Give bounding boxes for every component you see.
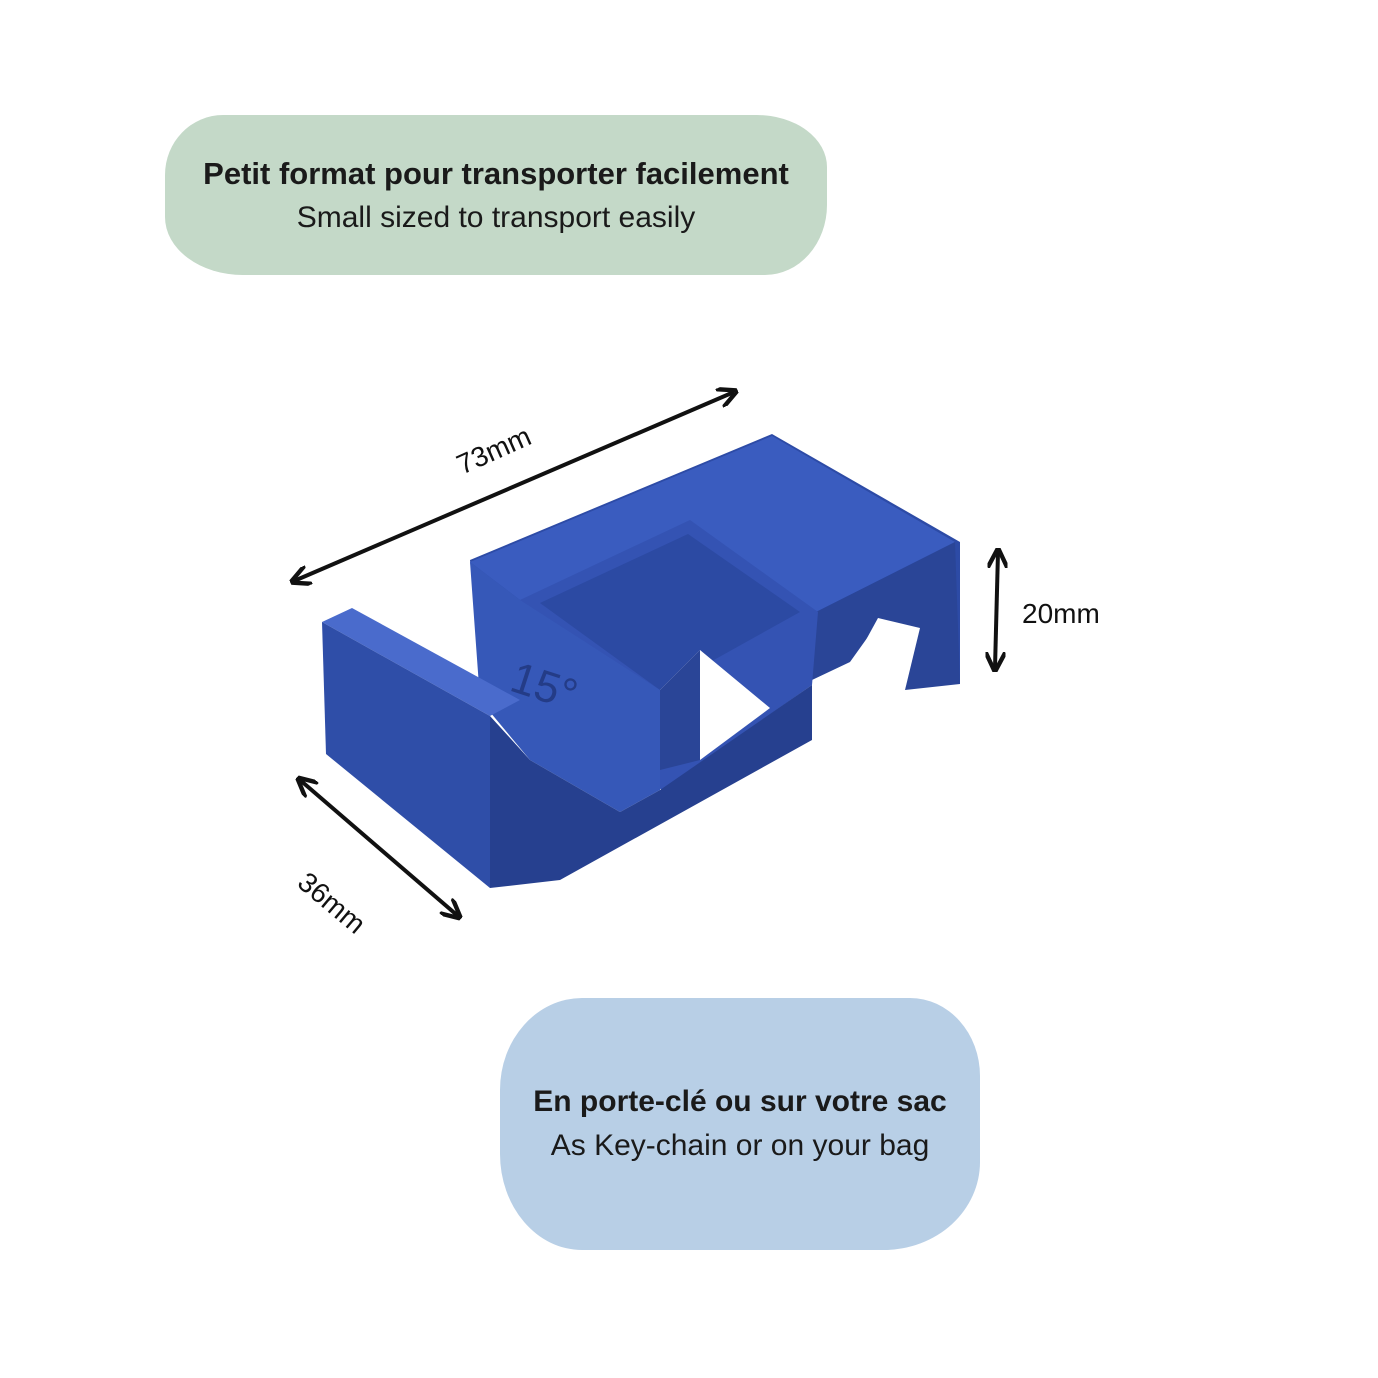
callout-keychain: En porte-clé ou sur votre sac As Key-cha…	[500, 998, 980, 1250]
height-arrow	[995, 552, 998, 668]
height-label: 20mm	[1022, 598, 1100, 629]
callout-keychain-subtitle: As Key-chain or on your bag	[550, 1129, 930, 1162]
length-arrow	[294, 392, 734, 581]
depth-arrow	[300, 780, 458, 916]
callout-portability-subtitle: Small sized to transport easily	[296, 200, 696, 234]
callout-portability: Petit format pour transporter facilement…	[165, 115, 827, 275]
sharpening-guide: 15°	[322, 434, 960, 888]
callout-keychain-title: En porte-clé ou sur votre sac	[533, 1085, 947, 1118]
callout-portability-title: Petit format pour transporter facilement	[203, 155, 789, 191]
